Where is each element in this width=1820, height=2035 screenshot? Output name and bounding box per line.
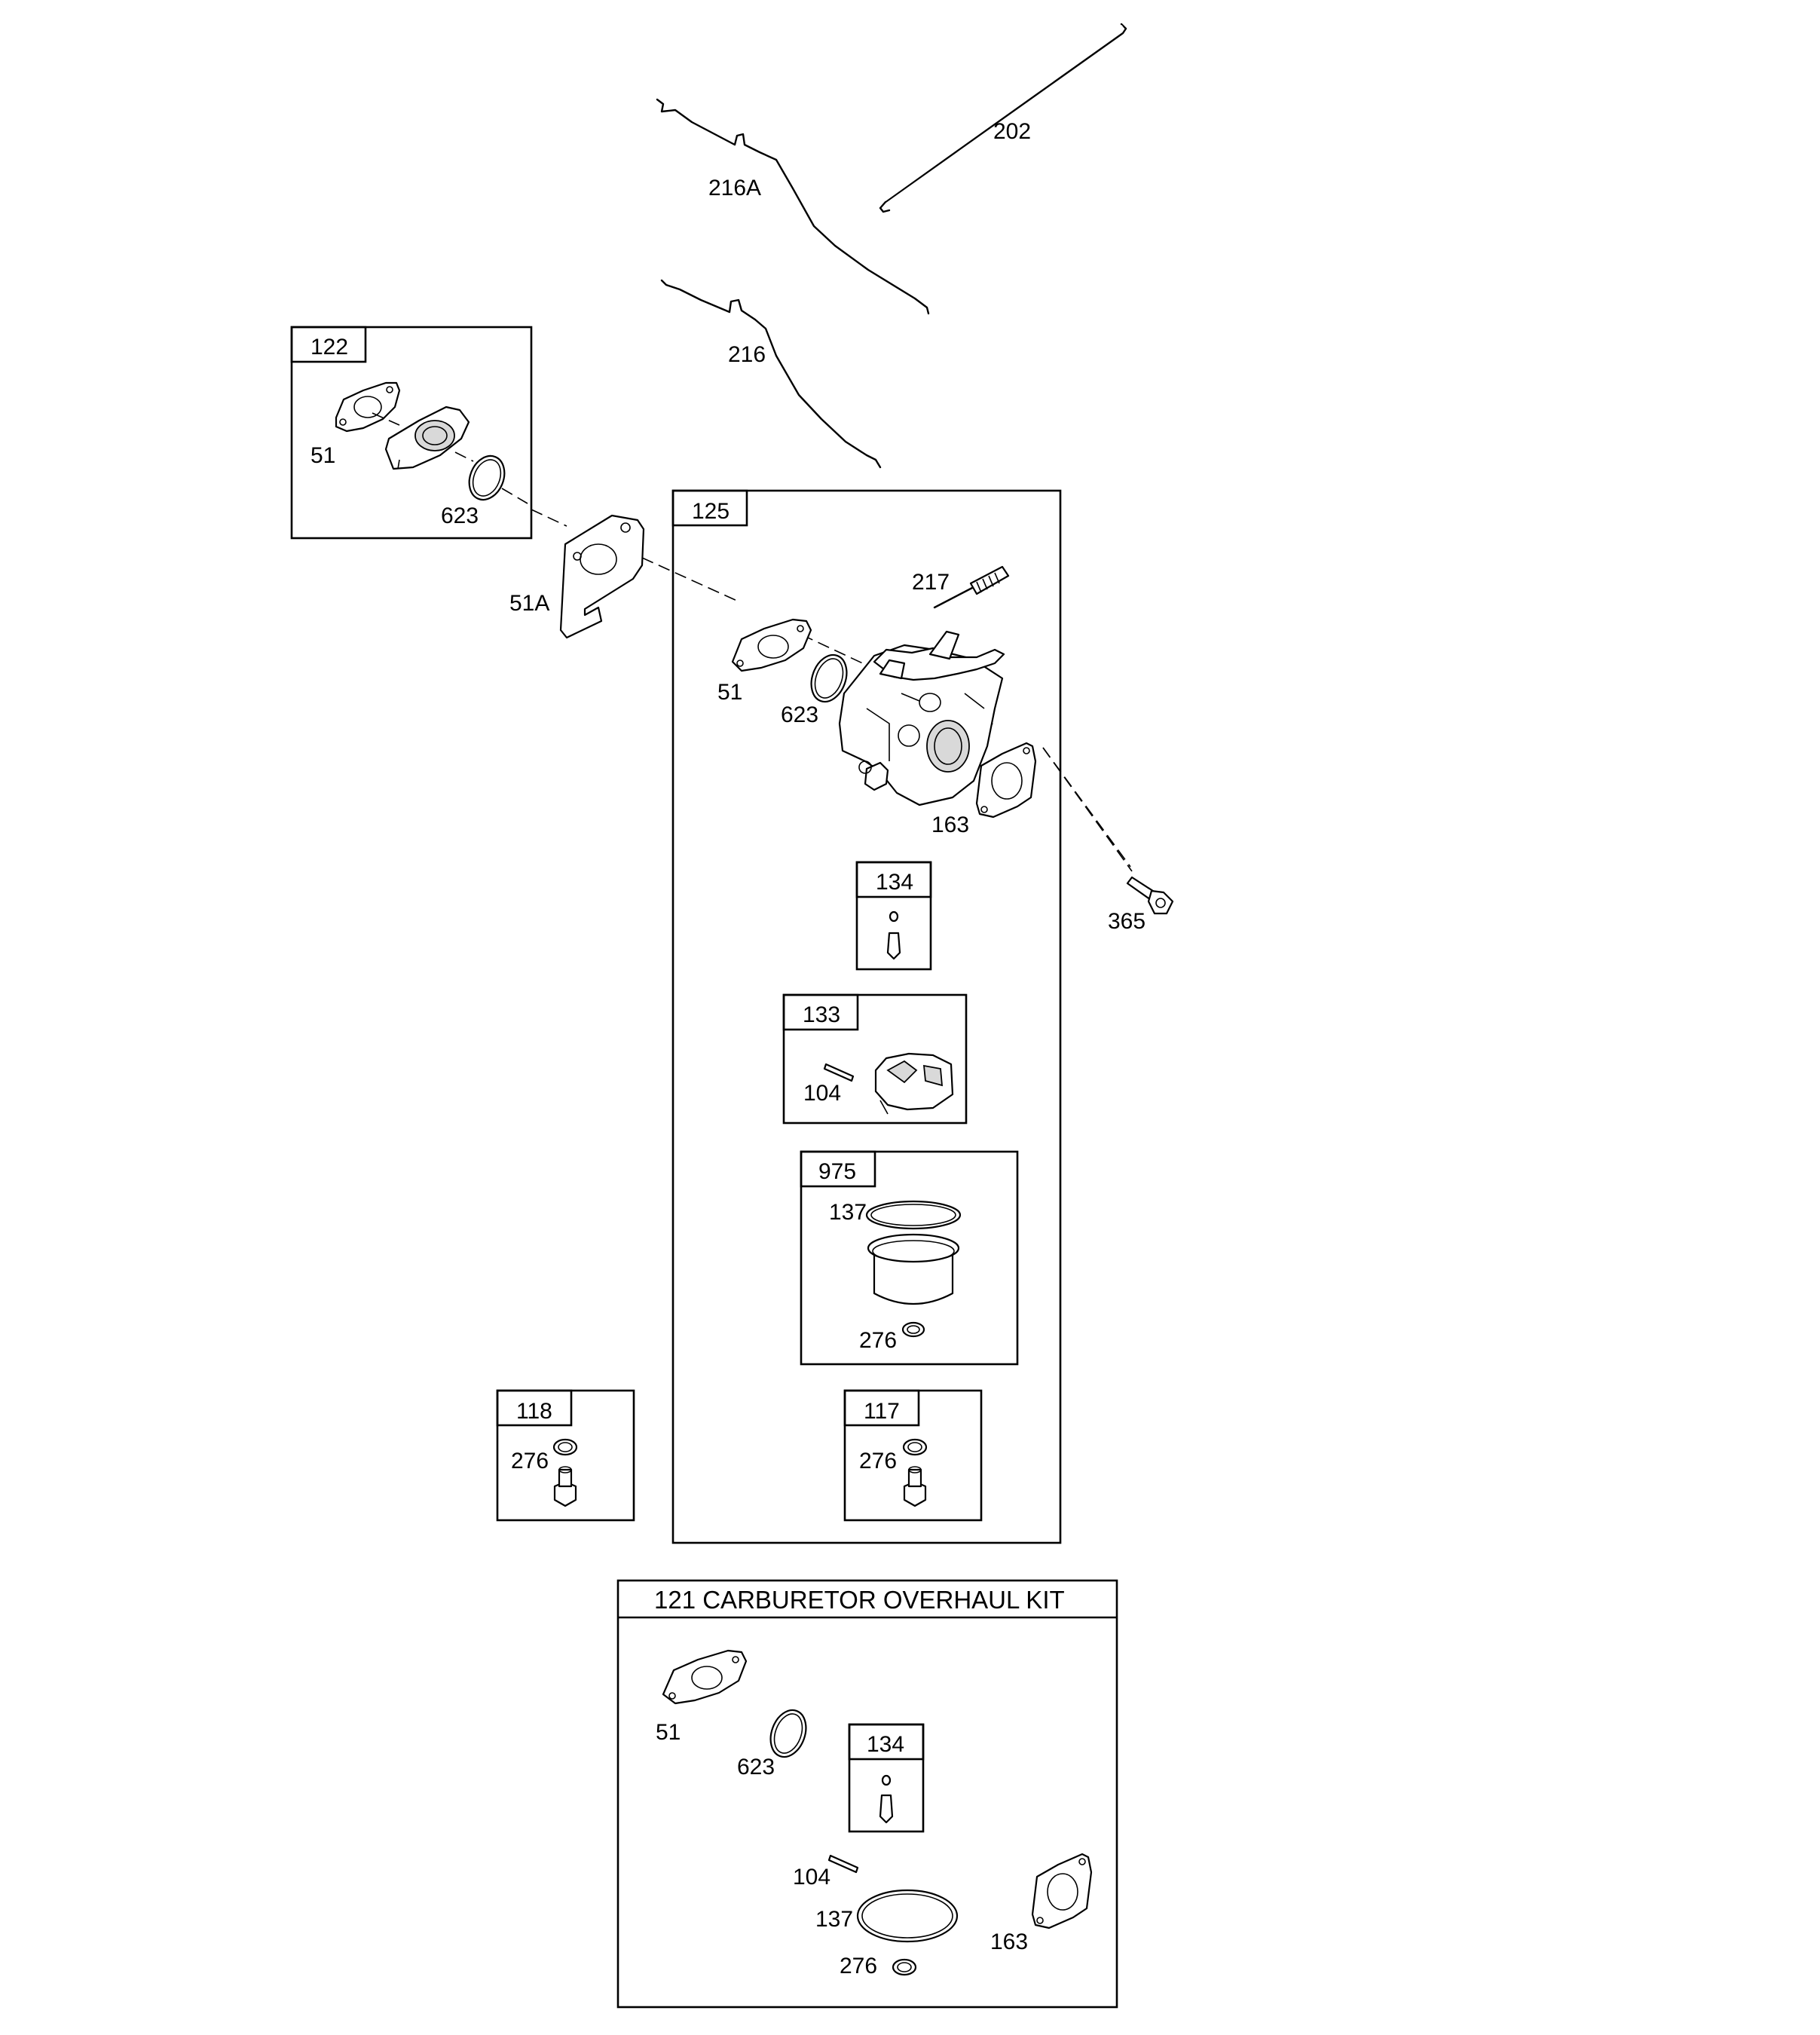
governor-link-rod — [879, 23, 1127, 213]
label-137-975: 137 — [829, 1200, 867, 1225]
gasket-51-122 — [335, 381, 401, 433]
carburetor-body — [838, 630, 1005, 806]
label-104-133: 104 — [803, 1081, 841, 1106]
washer-276-121 — [892, 1958, 917, 1976]
seal-ring-623-122 — [468, 454, 506, 501]
kit-117-number: 117 — [864, 1399, 900, 1424]
float-needle-icon — [886, 932, 901, 960]
label-51-121: 51 — [656, 1720, 681, 1745]
gasket-163-125 — [975, 742, 1037, 819]
label-51A: 51A — [509, 591, 549, 616]
throttle-link-alt-rod — [656, 98, 930, 315]
label-276-117: 276 — [859, 1449, 897, 1473]
float-pin-121-icon — [827, 1854, 859, 1874]
needle-tip-icon — [889, 910, 899, 923]
label-163-121: 163 — [990, 1929, 1028, 1954]
label-216: 216 — [728, 342, 766, 367]
spacer-gasket-51A — [559, 514, 645, 639]
carburetor-125-number: 125 — [692, 499, 730, 524]
label-623-122: 623 — [441, 503, 479, 528]
kit-121-box: 121 CARBURETOR OVERHAUL KIT 51 623 134 1… — [616, 1579, 1118, 2009]
label-216A: 216A — [708, 176, 761, 200]
kit-134-box-121: 134 — [848, 1723, 925, 1833]
carburetor-125-box: 125 217 51 623 — [671, 489, 1062, 1544]
drain-screw-icon — [903, 1466, 927, 1507]
kit-117-box: 117 276 — [843, 1389, 983, 1522]
throttle-link-rod — [660, 279, 882, 469]
label-276-121: 276 — [840, 1954, 877, 1978]
ring-137-121 — [856, 1889, 959, 1943]
kit-975-number: 975 — [818, 1159, 856, 1184]
kit-133-box: 133 104 — [782, 993, 968, 1125]
gasket-51-121 — [662, 1649, 748, 1705]
kit-122-number: 122 — [310, 335, 348, 360]
label-276-118: 276 — [511, 1449, 549, 1473]
assembly-axis-line — [531, 509, 1131, 868]
washer-276-118 — [552, 1438, 578, 1456]
drain-screw-118-icon — [553, 1466, 577, 1507]
float-bowl-icon — [865, 1200, 962, 1305]
screw-365 — [1126, 876, 1174, 915]
label-51-125: 51 — [717, 680, 742, 705]
label-163-125: 163 — [931, 812, 969, 837]
float-pin-icon — [823, 1063, 855, 1082]
label-217: 217 — [912, 570, 950, 595]
label-623-121: 623 — [737, 1755, 775, 1779]
kit-975-box: 975 137 276 — [800, 1150, 1019, 1366]
label-137-121: 137 — [815, 1907, 853, 1932]
label-202: 202 — [993, 119, 1031, 144]
washer-276-117 — [902, 1438, 928, 1456]
o-ring-623-121 — [769, 1709, 807, 1758]
kit-134-number: 134 — [876, 870, 913, 895]
kit-134-number-121: 134 — [867, 1732, 904, 1757]
float-icon — [874, 1052, 954, 1115]
kit-133-number: 133 — [803, 1002, 840, 1027]
intake-spacer-122 — [384, 405, 470, 470]
label-623-125: 623 — [781, 702, 818, 727]
label-104-121: 104 — [793, 1865, 830, 1890]
gasket-51-125 — [731, 618, 812, 672]
kit-118-number: 118 — [516, 1399, 552, 1424]
needle-tip-121-icon — [881, 1774, 892, 1786]
label-365: 365 — [1108, 909, 1146, 934]
spring-217 — [933, 565, 1010, 609]
label-276-975: 276 — [859, 1328, 897, 1353]
kit-134-box: 134 — [855, 861, 932, 971]
washer-276-975 — [901, 1321, 925, 1338]
gasket-163-121 — [1031, 1853, 1093, 1929]
label-51-122: 51 — [310, 443, 335, 468]
kit-121-title: 121 CARBURETOR OVERHAUL KIT — [654, 1586, 1065, 1614]
kit-118-box: 118 276 — [496, 1389, 635, 1522]
kit-122-box: 122 51 623 — [290, 326, 533, 540]
float-needle-121-icon — [879, 1794, 894, 1824]
